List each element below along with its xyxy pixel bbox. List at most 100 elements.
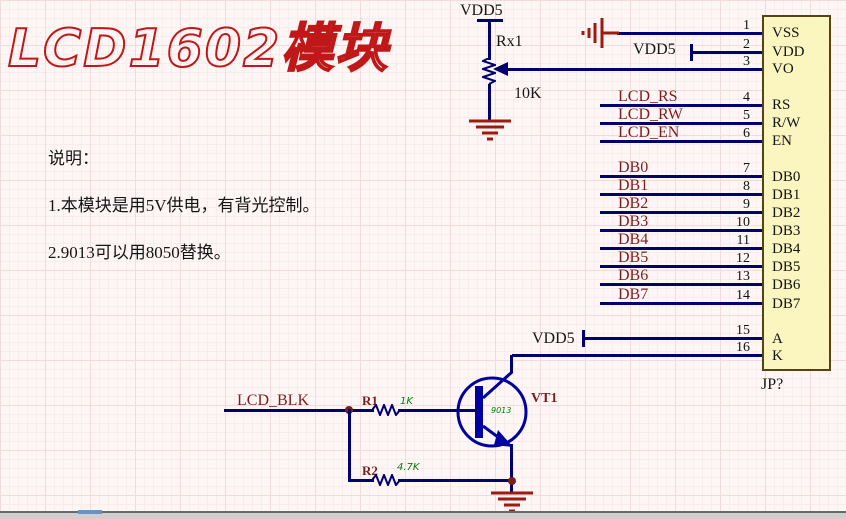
net-label-db1: DB1 [618,177,649,194]
wire-pin13 [600,283,762,286]
wire-pot-bottom [488,84,491,120]
pin-number-1: 1 [743,18,750,33]
pin-name-vo: VO [772,61,794,77]
pin-name-db0: DB0 [772,169,801,185]
net-label-db7: DB7 [618,286,649,303]
pin-name-rs: RS [772,97,791,113]
wire-pin7 [600,175,762,178]
pin-name-db2: DB2 [772,205,801,221]
pin-number-3: 3 [743,54,750,69]
pin-name-db1: DB1 [772,187,801,203]
pin-name-en: EN [772,133,792,149]
transistor-npn-icon [456,370,528,448]
pin-number-7: 7 [743,161,750,176]
junction-dot [508,477,516,485]
pin-number-9: 9 [743,197,750,212]
pin-name-k: K [772,348,783,364]
potentiometer-icon [482,58,496,85]
wire-pin1 [617,32,762,35]
pin-number-15: 15 [736,323,750,338]
wire-pot-top [488,21,491,60]
wire-base [398,409,480,412]
power-bar-icon [582,330,585,347]
wire-pin12 [600,265,762,268]
power-bar-icon [690,44,693,61]
window-bottom-strip [0,513,846,519]
pin-number-2: 2 [743,37,750,52]
pin-name-db3: DB3 [772,223,801,239]
pin-name-db5: DB5 [772,259,801,275]
power-port-vdd5-pin15: VDD5 [532,330,575,347]
wire-pin4 [600,104,762,107]
pin-name-a: A [772,331,783,347]
pin-number-13: 13 [736,269,750,284]
notes-block: 说明： 1.本模块是用5V供电，有背光控制。 2.9013可以用8050替换。 [48,144,320,285]
pin-number-11: 11 [736,233,750,248]
pin-name-rw: R/W [772,115,801,131]
pin-number-6: 6 [743,126,750,141]
notes-line-2: 2.9013可以用8050替换。 [48,243,231,262]
r2-value: 4.7K [397,462,420,473]
net-label-lcd-rs: LCD_RS [618,88,678,105]
ground-icon [581,18,619,48]
pin-number-10: 10 [736,215,750,230]
transistor-designator: VT1 [531,391,558,406]
r2-designator: R2 [362,463,378,478]
wire-pin3 [505,68,762,71]
pot-value: 10K [514,85,542,102]
wire-pin8 [600,193,762,196]
net-label-db0: DB0 [618,159,649,176]
pin-number-4: 4 [743,90,750,105]
notes-heading: 说明： [48,149,99,168]
net-label-db3: DB3 [618,213,649,230]
wire-collector [510,355,513,373]
power-bar-icon [477,19,503,22]
pin-number-16: 16 [736,340,750,355]
wire-r2-right [398,479,512,482]
net-label-db4: DB4 [618,231,649,248]
window-bottom-edge [0,511,846,513]
pin-name-db4: DB4 [772,241,801,257]
r1-value: 1K [400,396,413,407]
transistor-value: 9013 [491,406,512,415]
pin-number-5: 5 [743,108,750,123]
scrollbar-fragment [78,510,102,514]
pin-name-db7: DB7 [772,296,801,312]
resistor-r2-icon [372,474,400,486]
wire-pin5 [600,122,762,125]
wire-pin10 [600,229,762,232]
pin-name-vss: VSS [772,25,800,41]
net-label-lcd-rw: LCD_RW [618,106,683,123]
ground-icon [469,119,511,141]
pin-name-db6: DB6 [772,277,801,293]
wire-pin16 [512,354,762,357]
pin-number-12: 12 [736,251,750,266]
wire-emitter [510,444,513,492]
wire-pin6 [600,140,762,143]
pin-number-14: 14 [736,288,750,303]
wire-pin2 [692,51,762,54]
pot-designator: Rx1 [496,33,523,50]
wire-pin9 [600,211,762,214]
notes-line-1: 1.本模块是用5V供电，有背光控制。 [48,196,320,215]
net-label-db2: DB2 [618,195,649,212]
power-port-vdd5-pin2: VDD5 [633,41,676,58]
pin-number-8: 8 [743,179,750,194]
pin-name-vdd: VDD [772,44,805,60]
wire-r2-branch [348,409,351,481]
net-label-db6: DB6 [618,267,649,284]
schematic-title: LCD1602模块 [7,18,390,80]
connector-body [762,15,831,371]
wire-pin11 [600,247,762,250]
net-label-lcd-en: LCD_EN [618,124,680,141]
net-label-lcd-blk: LCD_BLK [237,392,309,409]
net-label-db5: DB5 [618,249,649,266]
power-port-vdd5-top: VDD5 [460,2,503,19]
wire-pin15 [584,337,762,340]
wire-r2-left [348,479,374,482]
connector-designator: JP? [761,376,784,393]
r1-designator: R1 [362,393,378,408]
pot-wiper-arrow-icon [493,62,508,76]
wire-lcd-blk [224,409,374,412]
